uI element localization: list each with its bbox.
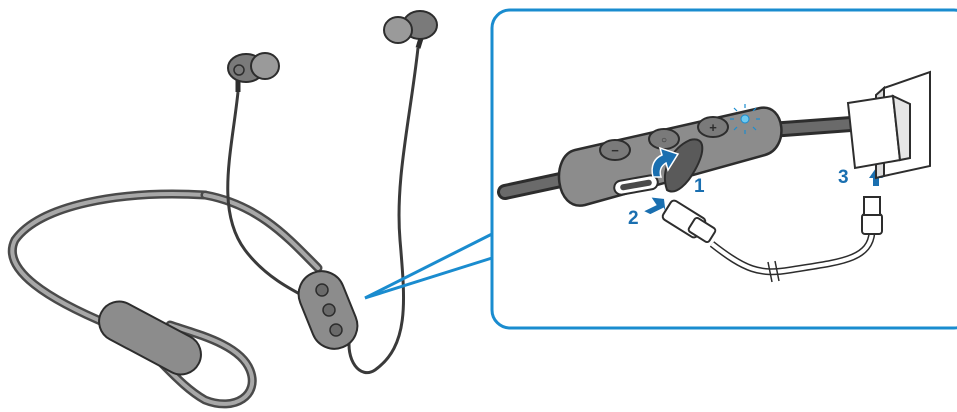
svg-text:+: +	[709, 120, 717, 135]
remote-button-volume-down: −	[599, 139, 631, 161]
neckband-cable	[7, 189, 257, 409]
usb-a-plug	[861, 196, 883, 235]
right-earbud	[383, 10, 438, 49]
svg-text:○: ○	[661, 135, 667, 146]
usb-c-plug	[661, 199, 717, 244]
battery-pod	[98, 300, 202, 376]
left-earbud	[227, 52, 280, 92]
svg-text:−: −	[611, 143, 619, 158]
right-earbud-cable	[347, 47, 420, 374]
inline-remote-small	[297, 270, 359, 350]
step-2-label: 2	[628, 208, 639, 229]
step-1-label: 1	[694, 176, 705, 197]
indicator-light-icon	[730, 104, 760, 134]
callout-pointer	[364, 232, 493, 300]
remote-button-volume-up: +	[697, 116, 729, 138]
callout-frame	[490, 8, 957, 330]
usb-cable	[661, 196, 883, 283]
usb-c-port	[613, 174, 659, 196]
step-3-label: 3	[838, 167, 849, 188]
power-adapter	[846, 94, 911, 170]
neckband-earphones	[7, 10, 438, 409]
remote-button-multifunction: ○	[648, 128, 680, 150]
step-1-arrow	[651, 146, 680, 178]
